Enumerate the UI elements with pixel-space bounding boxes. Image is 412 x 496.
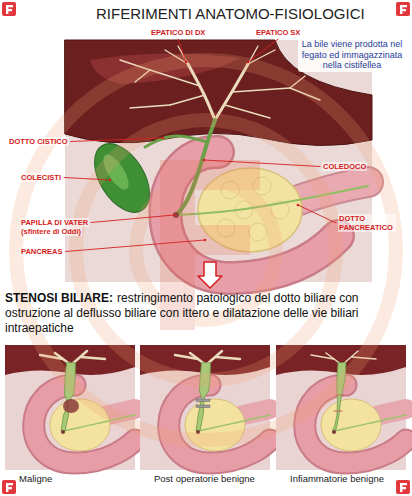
leader-dot [297,204,300,207]
leader-dot [203,159,206,162]
duodenum-edge [169,385,270,463]
definition-term: STENOSI BILIARE: [5,291,113,305]
leader-dot [247,61,250,64]
corner-logo [396,480,410,494]
stenosis-illustration [5,345,135,470]
leader-dot [204,239,207,242]
leader-line [64,178,110,181]
leader-line [248,39,278,62]
dilated-bile-branch [175,355,198,359]
illustration-panel: Maligne [5,345,135,470]
logo-mark [400,5,407,14]
leader-line [178,39,186,62]
part-label: DOTTO PANCREATICO [338,214,396,232]
illustration-panel: Infiammatorie benigne [276,345,406,470]
corner-logo [2,480,16,494]
leader-dot [173,214,176,217]
part-label: EPATICO DI DX [150,28,206,37]
part-label: (sfintere di Oddi) [20,227,82,236]
dilated-bile-branch [216,357,240,359]
papilla [61,430,65,434]
dilated-bile-branch [81,357,105,359]
leader-line [298,205,336,223]
surgical-clip [196,399,210,402]
watermark [16,60,396,440]
pancreatic-duct [334,415,406,431]
panel-ground [140,345,270,470]
stenosis-illustration [276,345,406,470]
panel-caption: Post operatorie benigne [154,473,255,484]
surgical-clip [196,405,210,408]
leader-line [204,160,320,167]
definition-paragraph: STENOSI BILIARE:restringimento patologic… [5,291,407,336]
logo-square [396,480,410,494]
inflammation-mark [334,411,342,412]
papilla [332,430,336,434]
panel-caption: Infiammatorie benigne [290,473,384,484]
leader-lines [64,39,336,252]
corner-logo [2,2,16,16]
dilated-bile-branch [311,355,334,359]
logo-mark [6,483,13,492]
logo-square [2,2,16,16]
logo-square [2,480,16,494]
leader-line [91,215,174,223]
corner-logo [396,2,410,16]
panel-caption: Maligne [19,473,52,484]
note-text: La bile viene prodotta nel fegato ed imm… [298,38,406,72]
leader-line [66,240,205,252]
bile-duct-branch [232,88,290,92]
logo-mark [6,5,13,14]
leader-line [71,138,163,142]
pancreas-head [321,399,381,451]
part-label: PAPILLA DI VATER [20,218,89,227]
bile-duct-branch [170,95,205,105]
leader-dot [185,61,188,64]
bile-duct-branch [130,105,170,108]
stenosis-illustration [140,345,270,470]
logo-square [396,2,410,16]
title: RIFERIMENTI ANATOMO-FISIOLOGICI [96,5,365,23]
part-label: DOTTO CISTICO [8,137,69,146]
leader-dot [109,179,112,182]
part-label: PANCREAS [20,247,64,256]
watermark-ring [76,120,336,380]
duodenum [169,385,270,463]
part-label: COLECISTI [20,173,62,182]
part-label: COLEDOCO [322,162,367,171]
illustration-panel: Post operatorie benigne [140,345,270,470]
down-arrow [198,262,222,288]
tumour-mass [63,399,79,413]
bile-duct-branch [188,64,215,120]
panel-ground [276,345,406,470]
watermark-ring [16,60,396,440]
panel-ground [5,345,135,470]
logo-mark [400,483,407,492]
leader-dot [162,137,165,140]
part-label: EPATICO SX [255,28,301,37]
